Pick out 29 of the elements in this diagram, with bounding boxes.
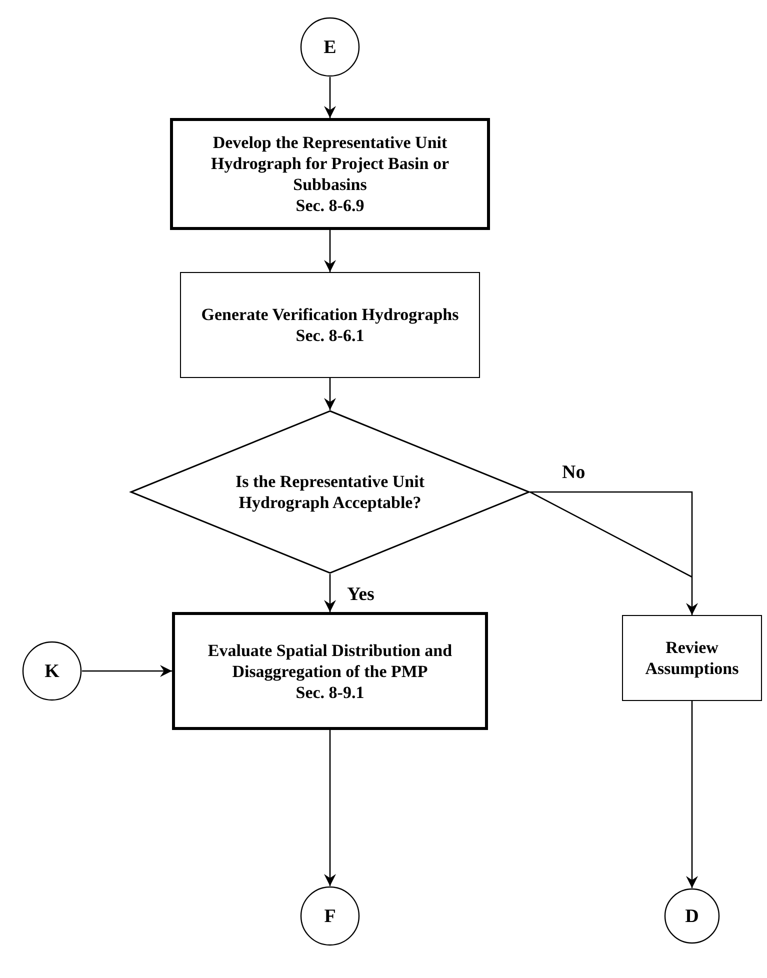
- connector-circle: [664, 888, 720, 944]
- arrow: [82, 665, 172, 677]
- arrow: [324, 77, 336, 118]
- section-reference: Sec. 8-6.1: [296, 325, 364, 346]
- connector-circle: [22, 641, 82, 701]
- process-box: [170, 118, 490, 230]
- connector-label: D: [685, 906, 699, 926]
- arrow: [324, 230, 336, 272]
- step-text: Develop the Representative Unit Hydrograph for Project Basin or Subbasins: [210, 132, 450, 195]
- process-box: [180, 272, 480, 378]
- decision-diamond: [130, 410, 530, 574]
- process-box: [622, 615, 762, 701]
- step-text: Review Assumptions: [644, 637, 740, 679]
- process-box: [172, 612, 488, 730]
- section-reference: Sec. 8-9.1: [296, 682, 364, 702]
- arrow: [324, 378, 336, 410]
- connector-label: E: [324, 36, 336, 58]
- arrow: [324, 574, 336, 612]
- section-reference: Sec. 8-6.9: [296, 195, 364, 216]
- arrow: [686, 701, 698, 888]
- connector-label: K: [44, 660, 60, 682]
- connector-circle: [300, 886, 360, 946]
- arrow: [529, 491, 698, 616]
- connector-label: F: [324, 906, 336, 926]
- step-text: Is the Representative Unit Hydrograph Acceptable?: [234, 471, 426, 513]
- connector-circle: [300, 17, 360, 77]
- step-text: Generate Verification Hydrographs: [201, 304, 459, 325]
- step-text: Evaluate Spatial Distribution and Disaggregation of the PMP: [206, 640, 454, 682]
- arrow: [324, 730, 336, 886]
